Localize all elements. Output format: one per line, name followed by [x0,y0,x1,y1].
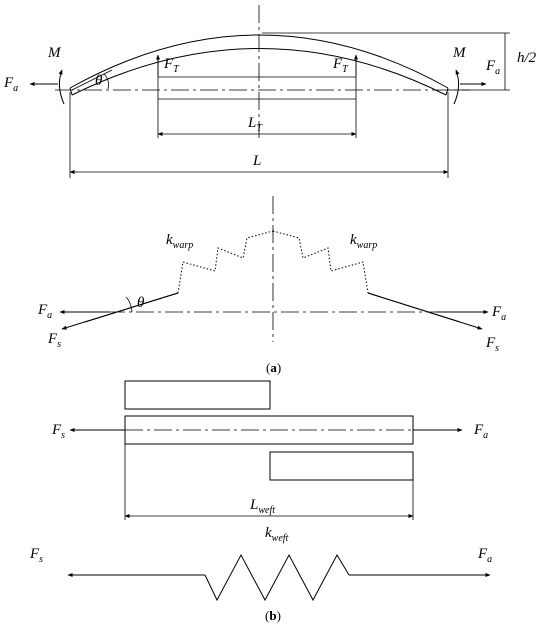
moment-right-label: M [452,45,467,61]
weft-top-block [124,380,271,410]
beam-left-end [69,87,73,96]
axial-force-right-label: Fa [485,58,500,77]
angle-label-spring: θ [137,295,145,311]
spring-shear-left-label: Fs [47,331,61,350]
weft-group: Fs Fa Lweft kweft Fs Fa [29,380,492,602]
moment-arrow-right [453,69,460,105]
tension-right-label: FT [332,56,349,75]
moment-left-label: M [47,45,62,61]
weft-bottom-block [269,451,414,481]
weft-length-label: Lweft [249,497,275,516]
caption-a: (a) [266,360,281,375]
weft-spring-shear-label: Fs [29,546,43,565]
weft-axial-label: Fa [473,422,488,441]
warp-spring-left [177,230,274,294]
spring-axial-left-label: Fa [37,302,52,321]
spring-axial-right-label: Fa [491,304,506,323]
shear-force-arrow-right [367,292,483,330]
weft-spring-zigzag [204,553,350,602]
caption-b: (b) [265,608,281,623]
weft-spring-axial-label: Fa [477,546,492,565]
weft-shear-label: Fs [51,422,65,441]
tension-left-label: FT [163,56,180,75]
angle-arc-top [103,73,109,90]
warp-stiffness-left-label: kwarp [166,232,193,251]
length-label: L [252,153,261,169]
half-height-label: h/2 [517,50,537,66]
axial-force-left-label: Fa [3,75,18,94]
angle-arc-spring [125,296,133,313]
beam-right-end [445,87,449,96]
beam-outer-arc [69,34,449,89]
warp-spring-group: Fa Fs Fa Fs kwarp kwarp θ [37,196,506,354]
beam-inner-arc [71,48,447,96]
shear-force-arrow-left [61,292,179,330]
warp-stiffness-right-label: kwarp [350,232,377,251]
spring-shear-right-label: Fs [485,335,499,354]
warp-spring-right [272,230,369,294]
weft-stiffness-label: kweft [265,525,289,544]
length-t-label: LT [247,115,263,134]
tangent-line [71,69,113,91]
moment-arrow-left [58,69,65,105]
curved-beam-group: h/2 FT FT LT L Fa Fa M M θ [3,5,537,178]
angle-label-top: θ [95,73,103,89]
